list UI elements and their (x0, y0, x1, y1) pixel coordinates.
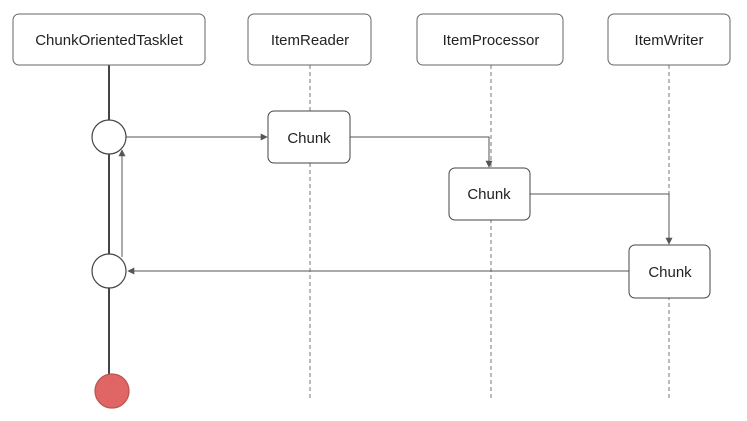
participant-label: ItemReader (271, 32, 349, 49)
chunk-label: Chunk (467, 186, 511, 203)
tasklet-start-node (91, 119, 127, 155)
arrow-processor-to-writer (530, 193, 673, 245)
participant-reader: ItemReader (247, 13, 372, 66)
chunk-processor: Chunk (448, 167, 531, 221)
participant-label: ItemProcessor (443, 32, 540, 49)
end-node (94, 373, 130, 409)
participant-label: ItemWriter (635, 32, 704, 49)
participant-processor: ItemProcessor (416, 13, 564, 66)
arrow-reader-to-processor (350, 136, 493, 168)
chunk-reader: Chunk (267, 110, 351, 164)
participant-tasklet: ChunkOrientedTasklet (12, 13, 206, 66)
participant-writer: ItemWriter (607, 13, 731, 66)
chunk-label: Chunk (287, 130, 331, 147)
participant-label: ChunkOrientedTasklet (35, 32, 183, 49)
tasklet-return-node (91, 253, 127, 289)
chunk-writer: Chunk (628, 244, 711, 299)
chunk-label: Chunk (648, 264, 692, 281)
